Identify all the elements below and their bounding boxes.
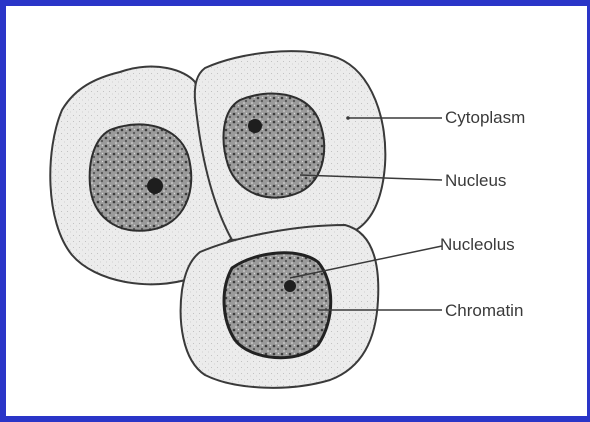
cell-upper-right: [195, 51, 386, 240]
cell-upper-right-nucleus: [224, 94, 325, 198]
label-nucleus: Nucleus: [445, 171, 506, 190]
cell-bottom-nucleolus: [284, 280, 296, 292]
label-cytoplasm: Cytoplasm: [445, 108, 525, 127]
cell-bottom-nucleus: [224, 253, 331, 358]
cell-upper-right-nucleolus: [248, 119, 262, 133]
cell-left-nucleolus: [147, 178, 163, 194]
cell-bottom: [181, 225, 379, 388]
cell-left-nucleus: [90, 124, 192, 230]
label-chromatin: Chromatin: [445, 301, 523, 320]
label-nucleolus: Nucleolus: [440, 235, 515, 254]
